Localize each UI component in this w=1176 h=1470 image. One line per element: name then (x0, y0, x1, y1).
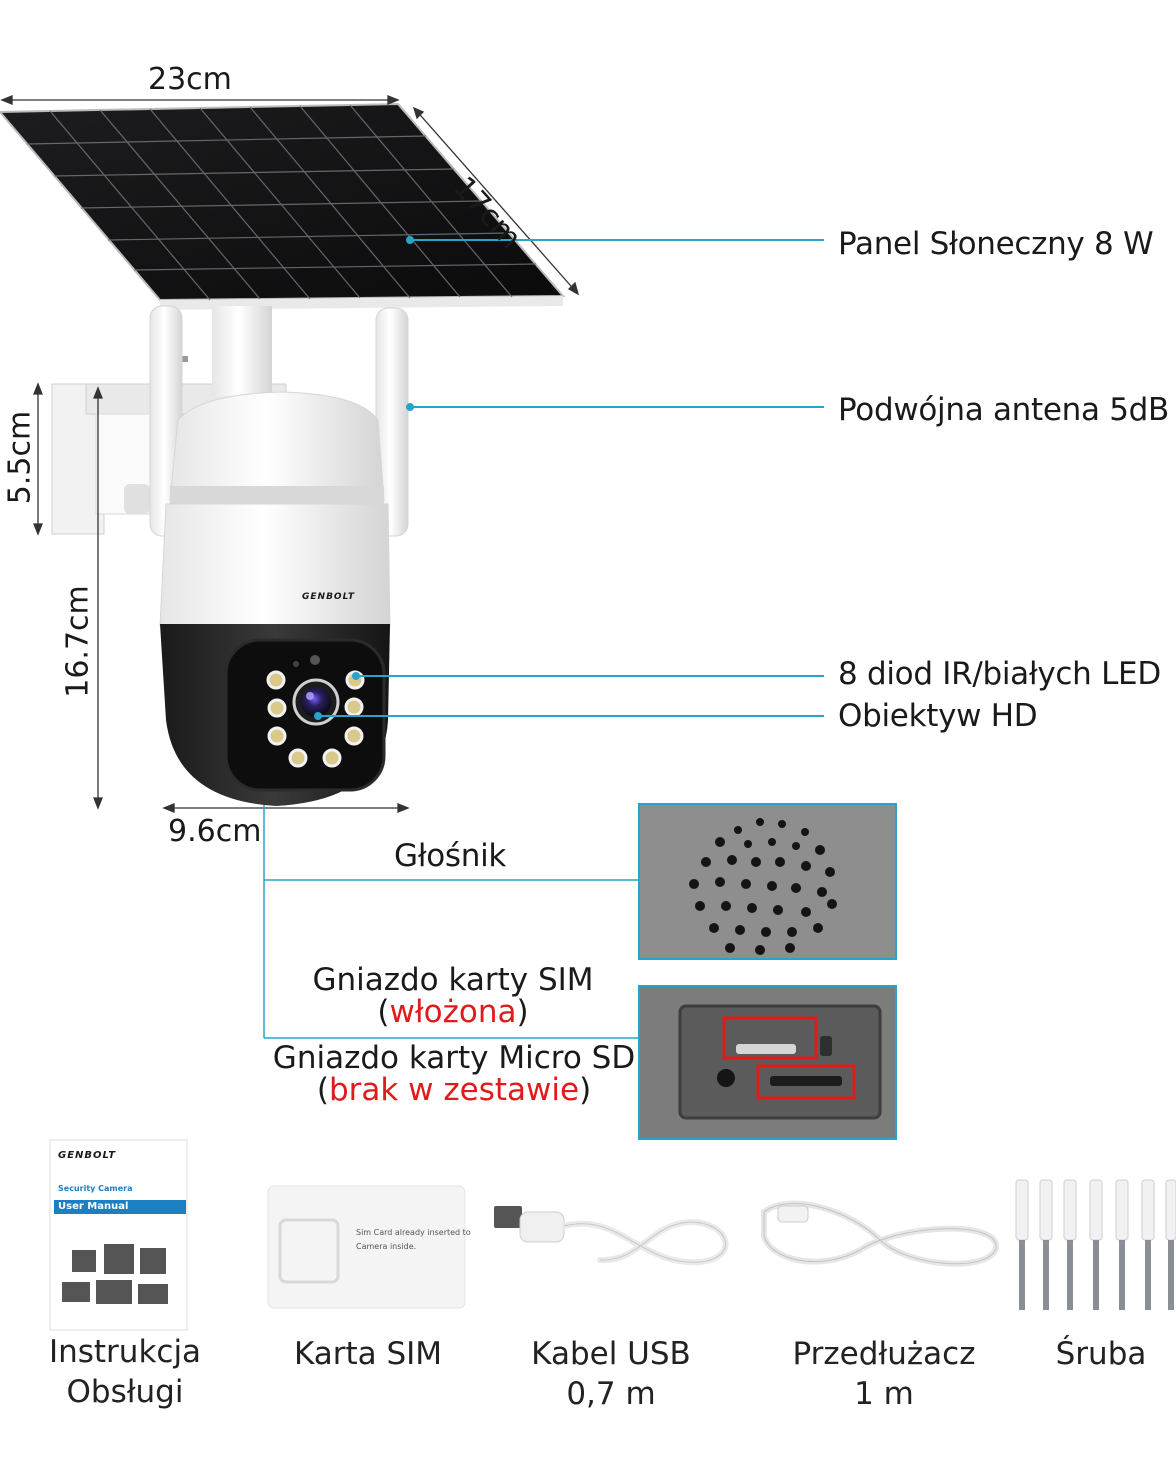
sim-slot-label: Gniazdo karty SIM (włożona) (300, 964, 606, 1028)
accessory-label-manual: Instrukcja Obsługi (34, 1332, 216, 1412)
dimension-width-label: 23cm (148, 62, 232, 97)
accessory-label-line: 0,7 m (566, 1376, 656, 1412)
sim-slot-title: Gniazdo karty SIM (312, 962, 594, 998)
dimension-mount-height-label: 5.5cm (2, 410, 38, 505)
usb-cable-illustration (494, 1206, 729, 1266)
sd-slot-title: Gniazdo karty Micro SD (272, 1040, 636, 1076)
sim-slot-note-text: włożona (389, 994, 517, 1030)
accessory-label-usb: Kabel USB 0,7 m (506, 1334, 716, 1414)
sim-card-print-line-2: Camera inside. (356, 1242, 417, 1251)
screws-illustration (1015, 1179, 1176, 1310)
accessory-label-line: Instrukcja (48, 1334, 202, 1370)
accessory-label-line: Karta SIM (293, 1336, 443, 1372)
accessory-label-screws: Śruba (1026, 1334, 1176, 1374)
sim-card-print: Sim Card already inserted to Camera insi… (356, 1226, 471, 1254)
manual-illustration (49, 1139, 188, 1331)
callout-lines (263, 236, 824, 1039)
manual-brand-logo: GENBOLT (58, 1150, 117, 1161)
sd-slot-label: Gniazdo karty Micro SD (brak w zestawie) (264, 1042, 644, 1106)
dimension-camera-width-label: 9.6cm (168, 814, 262, 849)
accessory-label-line: Obsługi (66, 1374, 184, 1410)
manual-subtitle: Security Camera (58, 1184, 133, 1193)
callout-leds: 8 diod IR/białych LED (838, 656, 1161, 692)
accessory-label-line: Przedłużacz (792, 1336, 976, 1372)
callout-lens: Obiektyw HD (838, 698, 1038, 734)
camera-brand-logo: GENBOLT (302, 592, 355, 602)
callout-speaker: Głośnik (394, 838, 507, 874)
sd-slot-note-text: brak w zestawie (328, 1072, 580, 1108)
sim-card-illustration (267, 1185, 466, 1309)
bracket-screw (180, 356, 188, 362)
dimension-camera-height-label: 16.7cm (60, 585, 96, 698)
mic-hole (293, 661, 299, 667)
manual-banner: User Manual (58, 1201, 129, 1212)
sim-slot-note: (włożona) (377, 994, 529, 1030)
accessory-label-line: Śruba (1055, 1336, 1147, 1372)
camera-top-housing (169, 391, 385, 504)
mount-column (212, 306, 272, 396)
light-sensor (310, 655, 320, 665)
accessory-label-line: Kabel USB (531, 1336, 691, 1372)
camera-lens (292, 678, 340, 726)
speaker-photo (638, 803, 897, 960)
accessory-label-extension: Przedłużacz 1 m (770, 1334, 998, 1414)
accessory-label-line: 1 m (854, 1376, 914, 1412)
sd-slot-note: (brak w zestawie) (316, 1072, 592, 1108)
callout-antenna: Podwójna antena 5dB (838, 392, 1170, 428)
extension-cable-illustration (761, 1200, 999, 1267)
sim-card-print-line-1: Sim Card already inserted to (356, 1228, 471, 1237)
camera-mid-housing (159, 503, 391, 627)
accessory-label-sim: Karta SIM (270, 1334, 466, 1374)
dimension-lines (0, 95, 580, 813)
solar-panel (0, 102, 566, 310)
slot-photo (638, 985, 897, 1140)
callout-solar-panel: Panel Słoneczny 8 W (838, 226, 1154, 262)
